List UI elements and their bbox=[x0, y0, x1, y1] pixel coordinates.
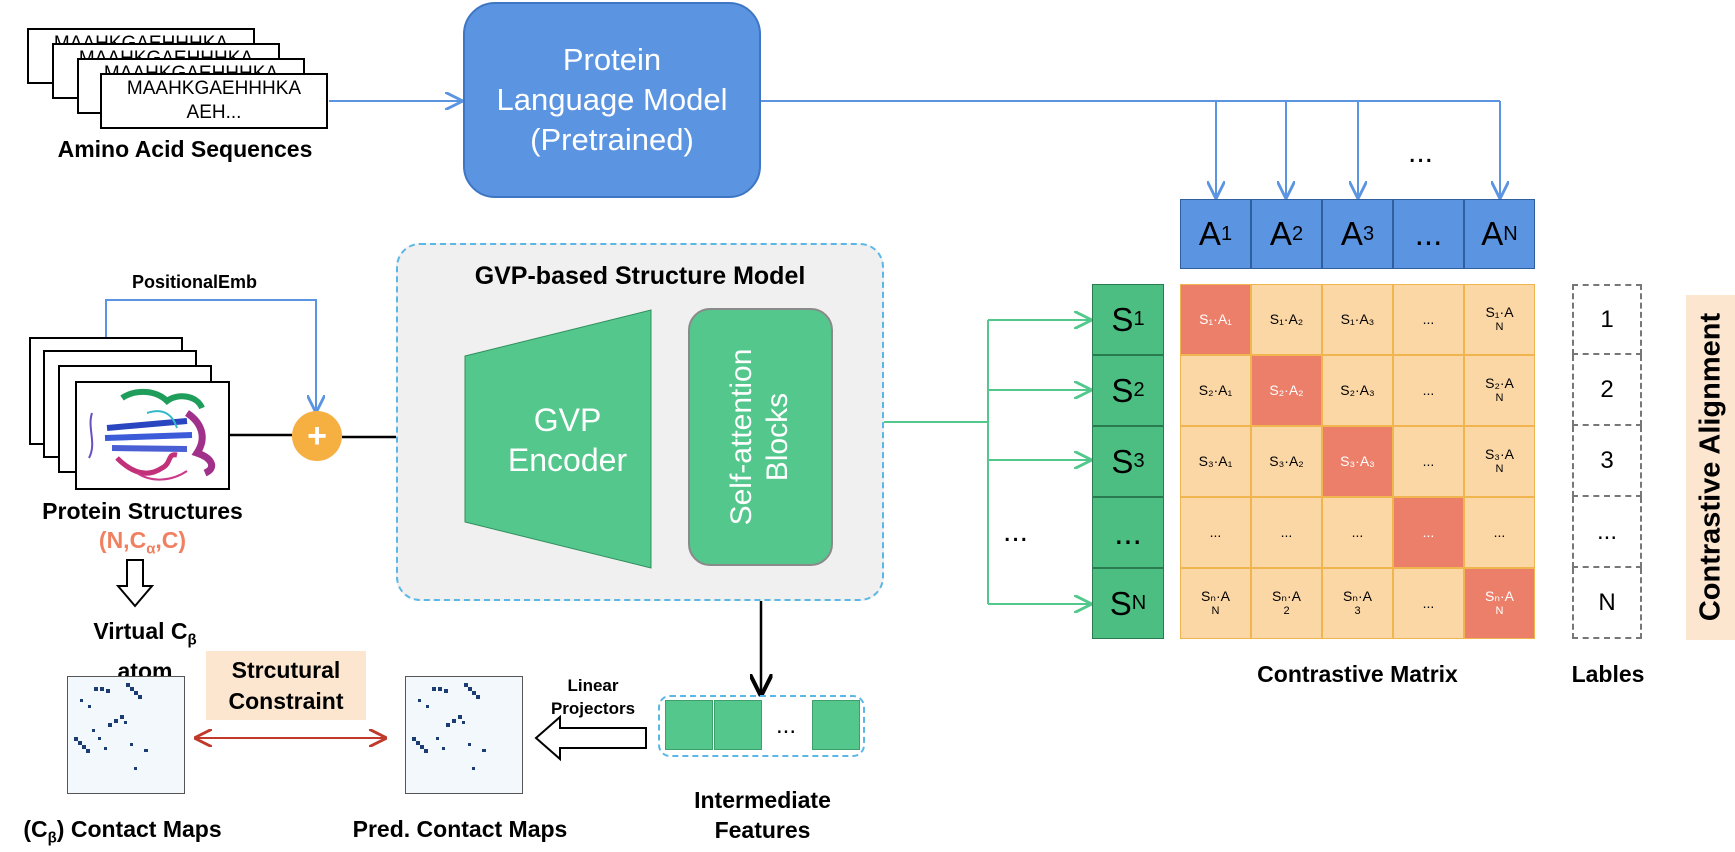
label-cell-3: 3 bbox=[1572, 426, 1642, 497]
matrix-cell: ... bbox=[1393, 355, 1464, 426]
sequence-card-front: MAAHKGAEHHHKA AEH... bbox=[100, 73, 328, 129]
structural-constraint-box: Strcutural Constraint bbox=[206, 651, 366, 720]
matrix-cell: ... bbox=[1393, 284, 1464, 355]
a-row-dots: ... bbox=[1408, 136, 1434, 169]
predicted-contact-map bbox=[405, 676, 523, 794]
protein-structures-label: Protein Structures bbox=[42, 498, 243, 524]
matrix-cell: S₃·A₁ bbox=[1180, 426, 1251, 497]
down-hollow-arrow bbox=[115, 559, 155, 608]
gvp-model-title: GVP-based Structure Model bbox=[474, 262, 806, 290]
protein-structure-image bbox=[75, 381, 230, 490]
matrix-cell: ... bbox=[1393, 426, 1464, 497]
label-cell-2: 2 bbox=[1572, 355, 1642, 426]
atoms-label: (N,Cα,C) bbox=[98, 527, 187, 558]
matrix-cell: S₃·A₃ bbox=[1322, 426, 1393, 497]
s-left-dots: ... bbox=[1003, 515, 1029, 548]
left-hollow-arrow bbox=[534, 714, 647, 762]
contrastive-matrix-label: Contrastive Matrix bbox=[1257, 661, 1458, 687]
self-attention-blocks bbox=[688, 308, 833, 566]
linear-projectors-label: Linear Projectors bbox=[550, 676, 636, 718]
intermediate-features-label: Intermediate Features bbox=[694, 787, 831, 843]
feature-block-2 bbox=[714, 700, 762, 750]
matrix-cell: S₂·A₂ bbox=[1251, 355, 1322, 426]
matrix-cell: ... bbox=[1322, 497, 1393, 568]
protein-language-model-box: Protein Language Model (Pretrained) bbox=[463, 2, 761, 198]
matrix-cell: S₂·A₁ bbox=[1180, 355, 1251, 426]
s-cell-dots: ... bbox=[1092, 497, 1164, 568]
matrix-cell: S₁·A₃ bbox=[1322, 284, 1393, 355]
intermediate-features-frame bbox=[658, 695, 865, 757]
contrastive-alignment-label: Contrastive Alignment bbox=[1694, 312, 1727, 622]
label-cell-n: N bbox=[1572, 568, 1642, 639]
matrix-cell: ... bbox=[1251, 497, 1322, 568]
matrix-cell: S₁·A₁ bbox=[1180, 284, 1251, 355]
a-cell-dots: ... bbox=[1393, 199, 1464, 269]
matrix-cell: S₃·A₂ bbox=[1251, 426, 1322, 497]
feature-block-3 bbox=[812, 700, 860, 750]
self-attention-label: Self-attention Blocks bbox=[725, 348, 794, 526]
matrix-cell: ... bbox=[1180, 497, 1251, 568]
label-cell-dots: ... bbox=[1572, 497, 1642, 568]
feature-dots: ... bbox=[776, 712, 797, 739]
feature-block-1 bbox=[665, 700, 713, 750]
pred-contact-maps-label: Pred. Contact Maps bbox=[352, 816, 568, 842]
gvp-encoder-label: GVP Encoder bbox=[507, 402, 628, 478]
labels-title: Lables bbox=[1571, 661, 1645, 687]
matrix-cell: ... bbox=[1393, 497, 1464, 568]
contrastive-alignment-box bbox=[1686, 295, 1735, 640]
matrix-cell: ... bbox=[1393, 568, 1464, 639]
true-contact-maps-label: (Cβ) Contact Maps bbox=[23, 816, 222, 847]
gvp-encoder-shape bbox=[464, 309, 652, 569]
true-contact-map bbox=[67, 676, 185, 794]
plus-icon: + bbox=[292, 411, 342, 461]
matrix-cell: S₂·A₃ bbox=[1322, 355, 1393, 426]
positional-emb-label: PositionalEmb bbox=[132, 272, 258, 292]
label-cell-1: 1 bbox=[1572, 284, 1642, 355]
matrix-cell: S₁·A₂ bbox=[1251, 284, 1322, 355]
amino-acid-sequences-label: Amino Acid Sequences bbox=[57, 136, 313, 162]
matrix-cell: ... bbox=[1464, 497, 1535, 568]
